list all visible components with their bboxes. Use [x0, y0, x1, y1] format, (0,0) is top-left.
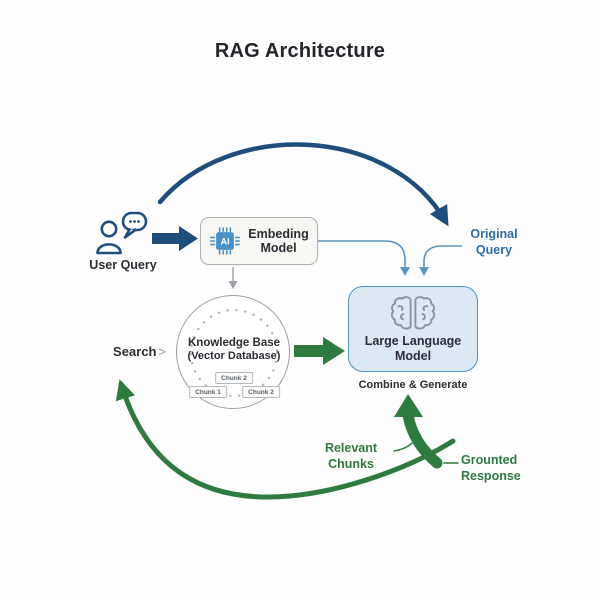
- embedding-model-node: AI Embeding Model: [200, 217, 318, 265]
- user-to-llm-arc: [157, 142, 449, 227]
- page-title: RAG Architecture: [214, 40, 386, 62]
- user-query-label: User Query: [89, 258, 157, 272]
- llm-label: Large Language Model: [364, 334, 462, 363]
- chunks-to-llm-arrow-head: [394, 394, 423, 417]
- original-query-to-llm-connector: [419, 245, 462, 276]
- original-query-label: Original Query: [470, 227, 518, 258]
- relevant-chunks-label: Relevant Chunks: [324, 441, 378, 472]
- kb-to-llm-arrow: [294, 337, 345, 365]
- embedding-model-label: Embeding Model: [248, 226, 309, 255]
- brain-icon: [390, 296, 436, 330]
- knowledge-base-node: Knowledge Base (Vector Database) Chunk 2…: [176, 295, 290, 409]
- vector-dots-ring: [189, 308, 279, 398]
- ai-chip-icon: AI: [209, 227, 240, 255]
- chunk-box: Chunk 2: [215, 372, 253, 384]
- grounded-response-label: Grounted Response: [461, 453, 521, 484]
- chunk-box: Chunk 1: [189, 386, 227, 398]
- ai-chip-label: AI: [220, 237, 229, 247]
- search-label: Search>: [100, 344, 166, 359]
- response-loop-curve: [115, 379, 456, 500]
- chunk-box: Chunk 2: [242, 386, 280, 398]
- embedding-to-llm-connector: [317, 240, 410, 276]
- user-to-embedding-arrow: [152, 226, 198, 251]
- chunks-to-llm-arrow-shaft: [402, 409, 443, 469]
- llm-node: Large Language Model: [348, 286, 478, 372]
- search-text: Search: [113, 344, 157, 359]
- knowledge-base-title: Knowledge Base: [187, 337, 281, 349]
- relevant-chunks-connector: [393, 435, 419, 452]
- combine-generate-label: Combine & Generate: [358, 379, 468, 391]
- knowledge-base-subtitle: (Vector Database): [187, 350, 281, 363]
- user-with-speech-bubble-icon: [96, 211, 148, 255]
- search-chevron-icon: >: [158, 344, 166, 359]
